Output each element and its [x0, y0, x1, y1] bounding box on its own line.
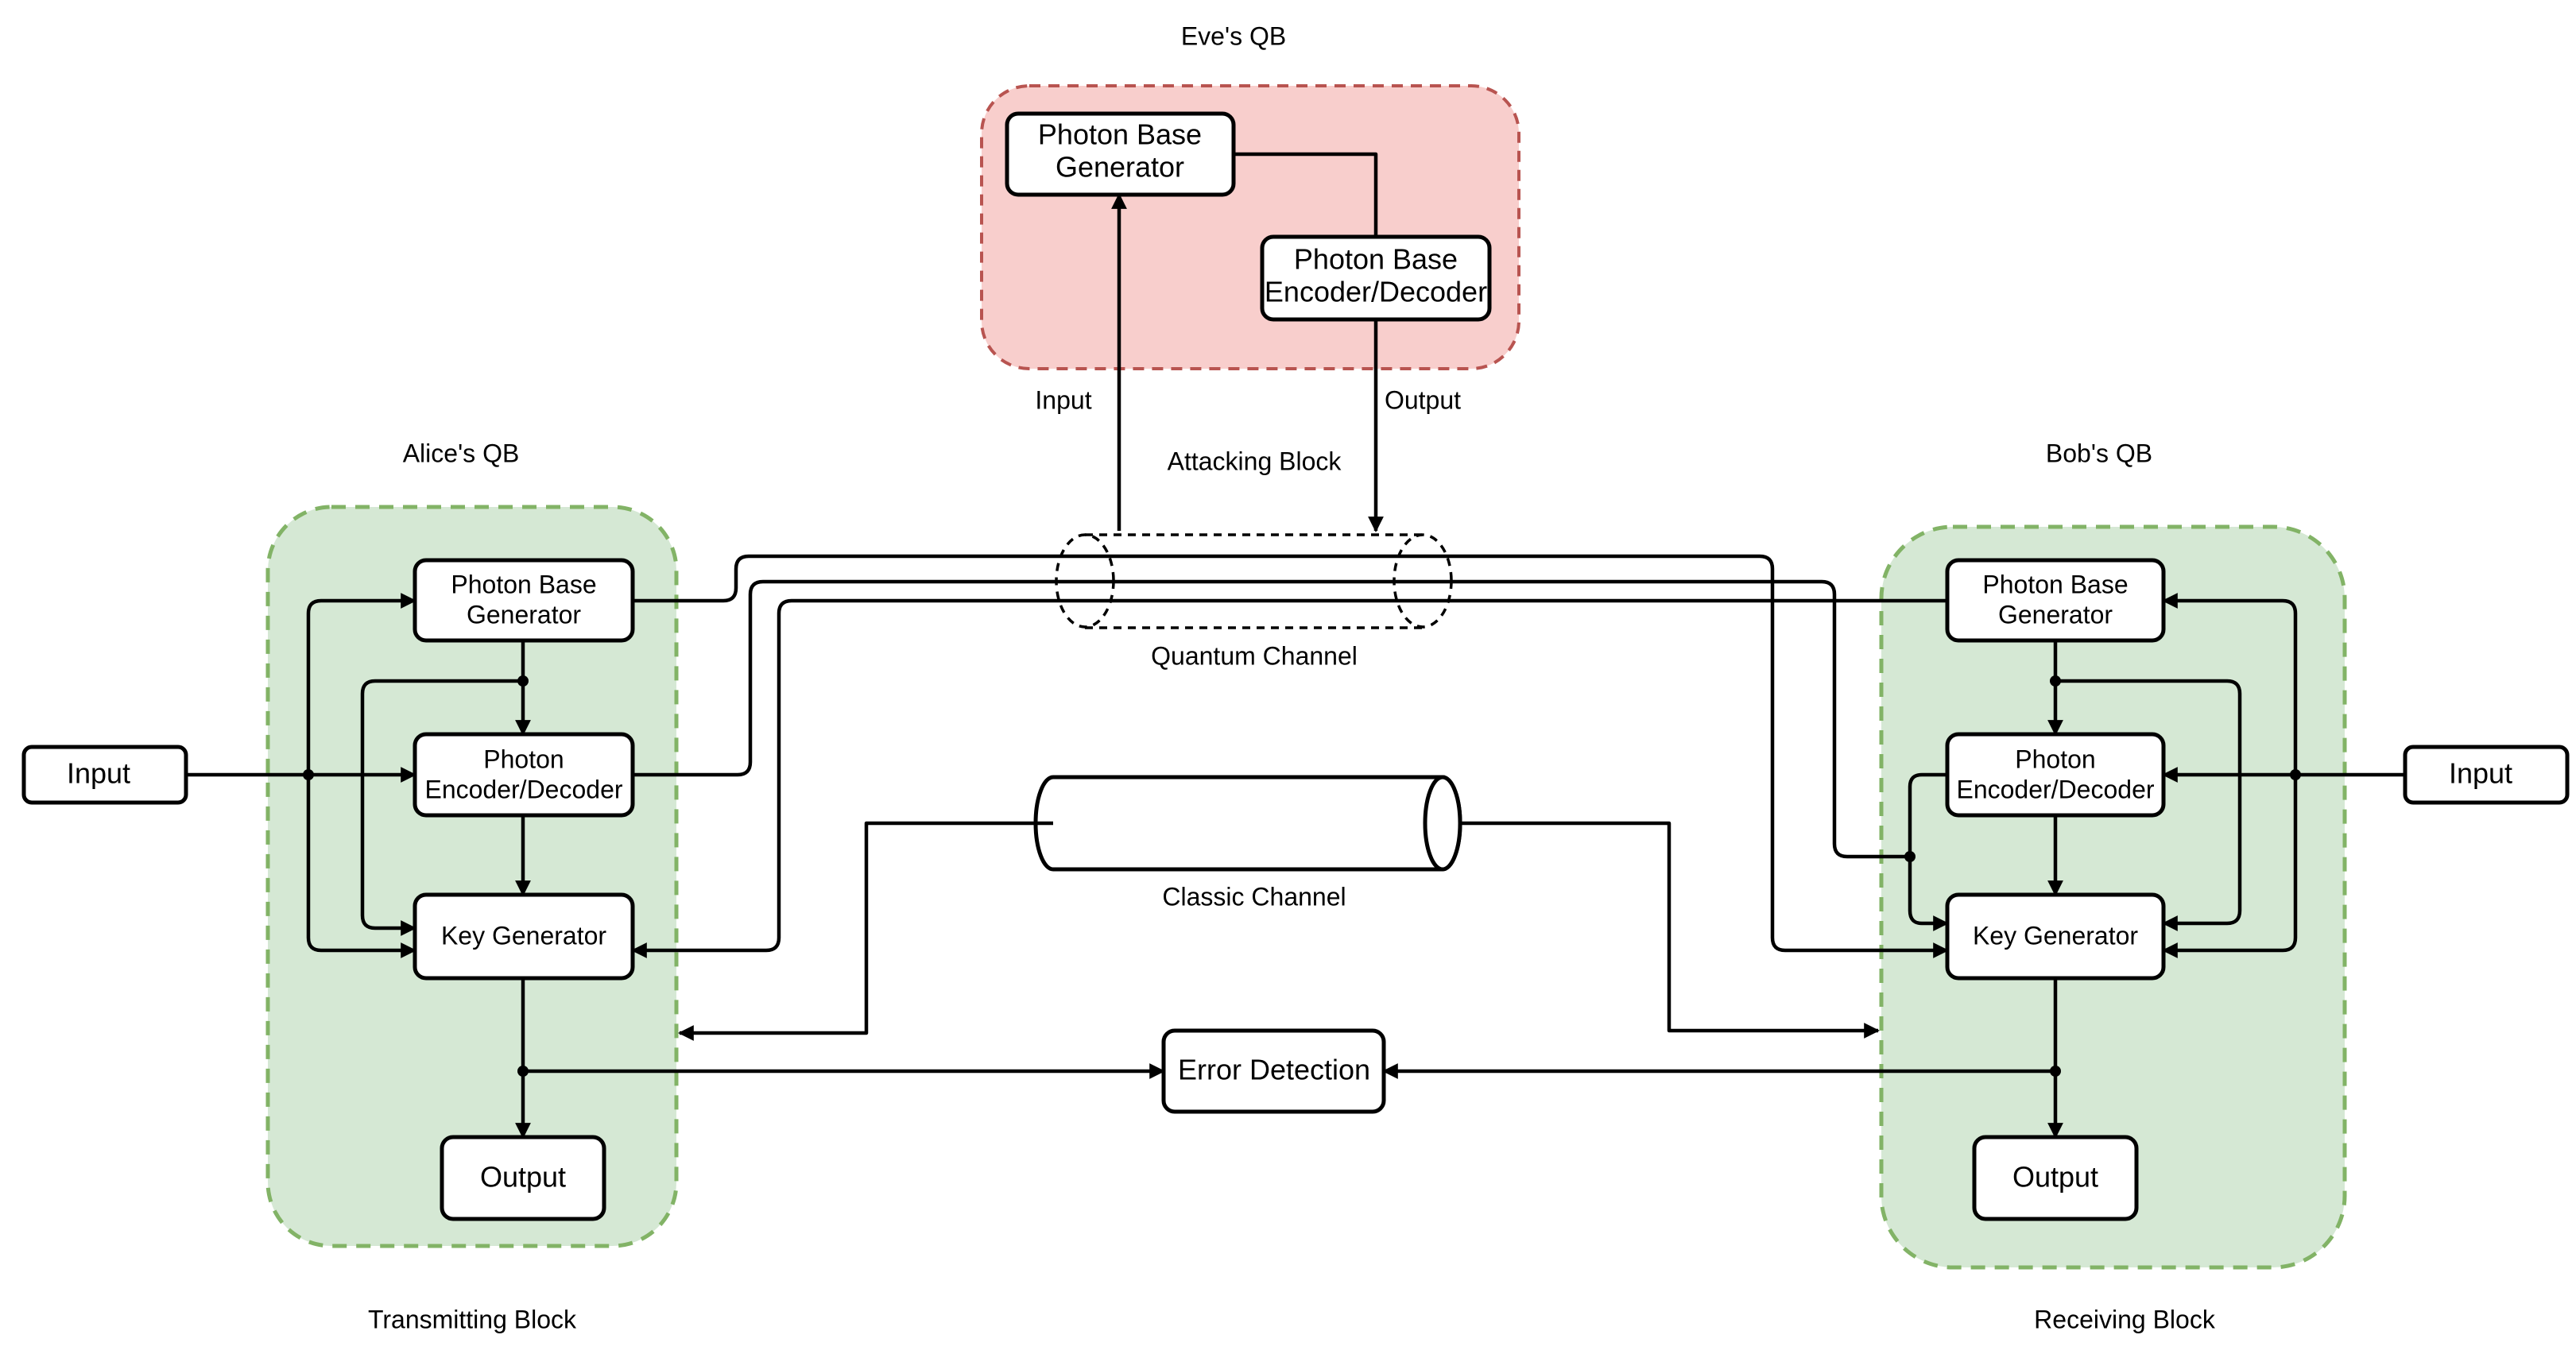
alice-pbg-label-line1: Photon Base	[451, 570, 596, 598]
transmitting-block-caption: Transmitting Block	[368, 1305, 577, 1333]
alice-photon-encoder-decoder-box	[413, 732, 635, 818]
bob-key-generator-box	[1945, 892, 2166, 981]
alice-output-label: Output	[480, 1161, 566, 1194]
quantum-line-alice-pbg-to-bob-keygen	[633, 554, 1949, 958]
eve-pbg-to-pbed-wire	[1234, 152, 1378, 237]
bob-title: Bob's QB	[2046, 439, 2152, 467]
alice-input-to-keygen-wire	[306, 775, 416, 958]
bob-input-to-keygen-wire	[2162, 775, 2298, 958]
error-detection-label: Error Detection	[1178, 1054, 1370, 1086]
bob-output-box	[1972, 1135, 2139, 1221]
alice-pbg-label-line2: Generator	[467, 600, 581, 629]
bob-ped-label-line2: Encoder/Decoder	[1956, 775, 2154, 803]
eve-pbed-label-line1: Photon Base	[1294, 243, 1458, 276]
attacking-block-caption: Attacking Block	[1168, 447, 1342, 475]
alice-ped-label-line1: Photon	[483, 745, 564, 773]
eve-pbg-label-line2: Generator	[1056, 151, 1184, 184]
alice-pbg-to-keygen-wire	[360, 679, 523, 936]
alice-key-generator-box	[413, 892, 635, 981]
bob-input-label: Input	[2449, 757, 2512, 790]
bob-output-label: Output	[2012, 1161, 2098, 1194]
classic-to-alice-wire	[678, 821, 1053, 1041]
classic-channel-caption: Classic Channel	[1162, 882, 1346, 911]
junction-dots	[303, 675, 2301, 1077]
alice-keygen-label: Key Generator	[441, 921, 606, 950]
alice-title: Alice's QB	[403, 439, 520, 467]
eve-input-caption: Input	[1035, 385, 1091, 414]
bob-pbg-label-line2: Generator	[1998, 600, 2113, 629]
alice-ped-label-line2: Encoder/Decoder	[424, 775, 622, 803]
alice-photon-base-generator-box	[413, 558, 635, 643]
eve-pbg-label-line1: Photon Base	[1038, 118, 1202, 151]
bob-input-box	[2403, 745, 2570, 805]
alice-input-box	[21, 745, 188, 805]
alice-input-to-pbg-wire	[306, 593, 416, 775]
quantum-line-bob-pbg-to-alice-keygen	[631, 598, 1947, 958]
bob-photon-base-generator-box	[1945, 558, 2166, 643]
receiving-block-caption: Receiving Block	[2034, 1305, 2216, 1333]
alice-output-box	[440, 1135, 606, 1221]
bob-pbg-to-keygen-wire	[2055, 679, 2242, 931]
bob-ped-label-line1: Photon	[2015, 745, 2095, 773]
bob-input-to-pbg-wire	[2162, 593, 2298, 775]
classic-to-bob-wire	[1460, 821, 1880, 1039]
error-detection-box	[1161, 1028, 1386, 1114]
bob-photon-encoder-decoder-box	[1945, 732, 2166, 818]
eve-pbed-label-line2: Encoder/Decoder	[1265, 276, 1487, 308]
quantum-line-alice-ped-to-bob	[633, 579, 1910, 859]
alice-input-label: Input	[67, 757, 130, 790]
alice-transmitting-block	[265, 505, 679, 1248]
eve-photon-base-generator-box	[1005, 111, 1236, 197]
quantum-channel-caption: Quantum Channel	[1151, 641, 1358, 670]
bob-ped-side-to-keygen-wire	[1908, 772, 1949, 931]
eve-output-caption: Output	[1385, 385, 1461, 414]
eve-title: Eve's QB	[1181, 21, 1286, 50]
eve-photon-base-encoder-decoder-box	[1260, 234, 1492, 322]
bob-keygen-label: Key Generator	[1973, 921, 2138, 950]
classic-channel	[1033, 775, 1462, 872]
bob-pbg-label-line1: Photon Base	[1982, 570, 2128, 598]
